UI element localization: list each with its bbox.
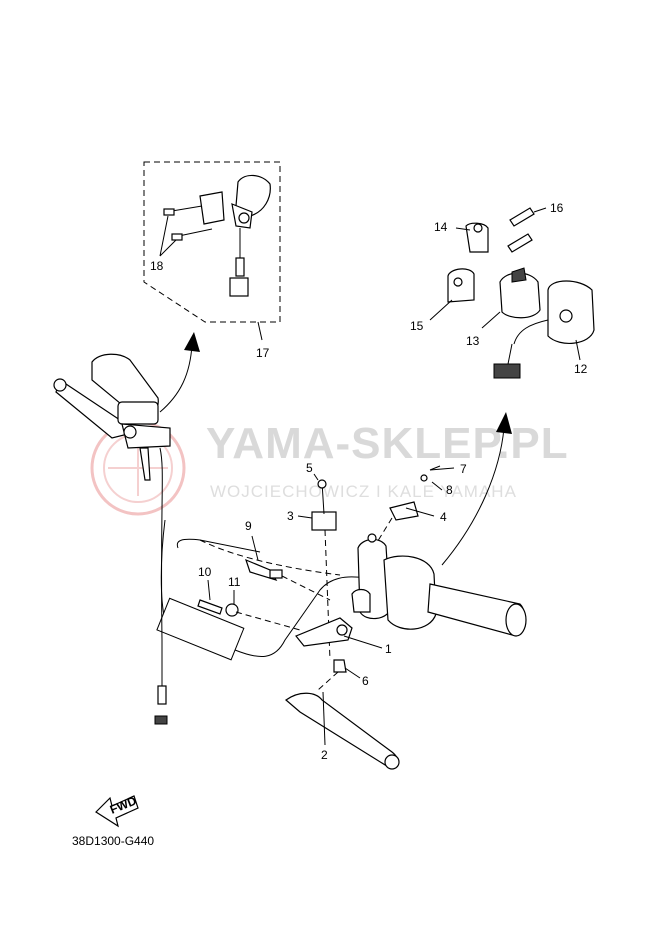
callout-17: 17: [256, 346, 270, 360]
leader-lines: [207, 207, 581, 746]
handlebar: [156, 519, 366, 661]
callout-numbers: 1 2 3 4 5 6 7 8 9 10 11 12 13 14 15 16 1…: [150, 201, 588, 762]
callout-4: 4: [440, 510, 447, 524]
callout-18: 18: [150, 259, 164, 273]
callout-5: 5: [306, 461, 313, 475]
callout-11: 11: [228, 575, 241, 589]
diagram-code: 38D1300-G440: [72, 834, 155, 848]
fwd-indicator: FWD: [95, 793, 139, 828]
watermark-brand: YAMA-SKLEP.PL: [206, 419, 569, 468]
callout-8: 8: [446, 483, 453, 497]
left-lever-assembly: [53, 353, 171, 725]
callout-7: 7: [460, 462, 467, 476]
inset-box-17: [143, 161, 281, 341]
callout-14: 14: [434, 220, 448, 234]
right-switch-parts: [447, 207, 595, 379]
center-parts: [197, 465, 441, 770]
callout-2: 2: [321, 748, 328, 762]
callout-6: 6: [362, 674, 369, 688]
callout-13: 13: [466, 334, 480, 348]
callout-15: 15: [410, 319, 424, 333]
callout-9: 9: [245, 519, 252, 533]
arrows: [159, 332, 512, 566]
callout-1: 1: [385, 642, 392, 656]
watermark-subtitle: WOJCIECHOWICZ I KALE YAMAHA: [210, 482, 517, 501]
callout-16: 16: [550, 201, 564, 215]
callout-10: 10: [198, 565, 212, 579]
callout-12: 12: [574, 362, 588, 376]
callout-3: 3: [287, 509, 294, 523]
throttle-assembly: [351, 533, 527, 637]
